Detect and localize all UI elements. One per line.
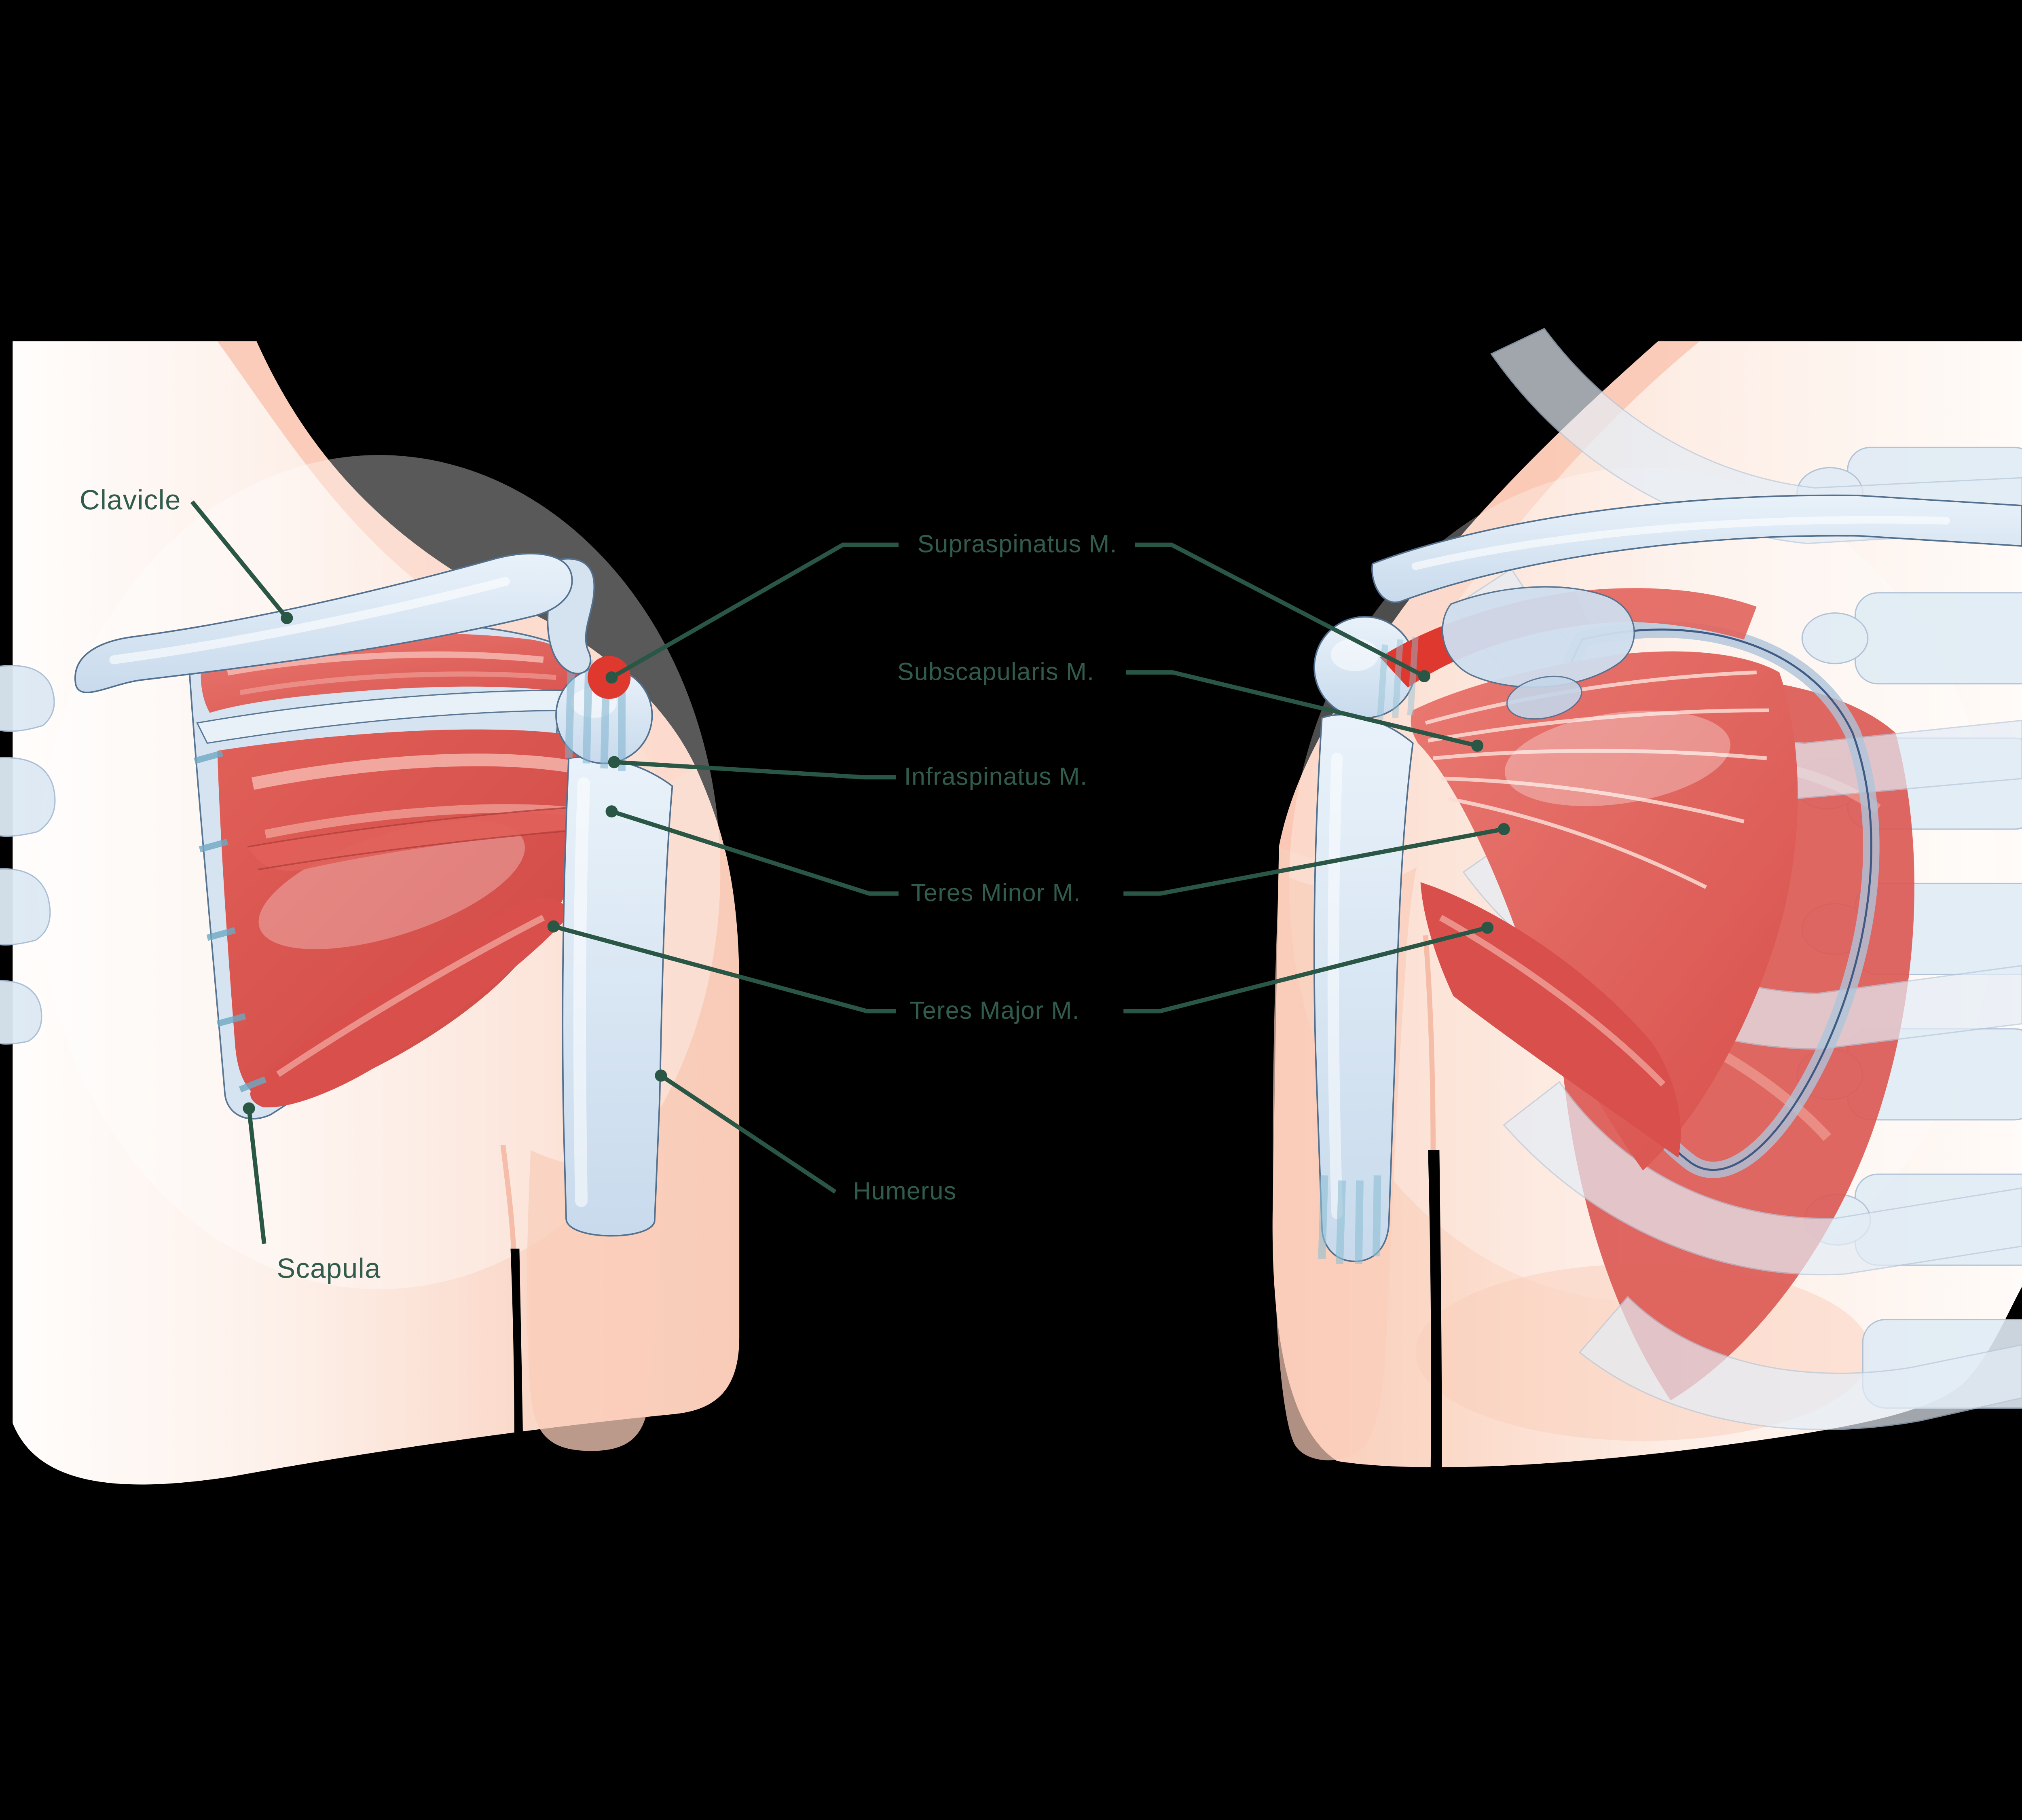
acromion-bone-right (1442, 586, 1635, 688)
label-humerus: Humerus (853, 1177, 957, 1205)
dot-teres-minor-right (1497, 823, 1510, 835)
supraspinatus-highlight (227, 651, 544, 676)
humerus-highlight-left (573, 777, 590, 1207)
leader-infraspinatus (614, 760, 896, 780)
clavicle-shine-left (109, 577, 510, 665)
label-clavicle: Clavicle (80, 484, 181, 515)
dot-subscapularis (1471, 739, 1484, 752)
label-infraspinatus: Infraspinatus M. (904, 763, 1087, 790)
muscle-sheen-left (258, 820, 525, 949)
leader-supraspinatus-right (1135, 542, 1426, 678)
coracoid-bone-right (1506, 675, 1582, 720)
dot-teres-major-left (547, 920, 560, 933)
label-supraspinatus: Supraspinatus M. (918, 530, 1117, 558)
dot-scapula (243, 1102, 255, 1115)
leader-clavicle (190, 500, 289, 620)
teres-major-highlight (276, 914, 545, 1077)
supraspinatus-highlight2 (239, 671, 556, 695)
leader-teres-major-right (1123, 925, 1488, 1014)
vertebrae-bones-left (0, 665, 56, 1045)
humerus-bone-left (562, 756, 673, 1237)
posterior-view-figure (0, 341, 740, 1485)
label-teres-major: Teres Major M. (909, 997, 1079, 1024)
dot-teres-minor-left (605, 805, 618, 818)
infraspinatus-highlight (251, 753, 583, 790)
leader-teres-major-left (553, 924, 896, 1014)
dot-humerus (655, 1069, 667, 1082)
label-subscapularis: Subscapularis M. (897, 658, 1094, 685)
anterior-view-figure (1272, 328, 2022, 1479)
clavicle-shine-right (1411, 516, 1950, 570)
leader-teres-minor-right (1123, 827, 1504, 896)
armpit-gap-right (1428, 1150, 1442, 1479)
teres-minor-edge (247, 805, 594, 870)
annotations: Clavicle Scapula Supraspinatus M. Subsca… (80, 484, 1510, 1284)
armpit-crease-right (1423, 935, 1436, 1150)
teres-minor-muscle-left (247, 806, 594, 871)
humerus-highlight-right (1327, 752, 1343, 1219)
dot-teres-major-right (1481, 921, 1494, 934)
teres-major-muscle-left (250, 897, 571, 1108)
leader-supraspinatus-left (610, 542, 899, 679)
humerus-head-shine-right (1330, 638, 1379, 671)
leader-humerus (660, 1073, 837, 1194)
teres-major-highlight-right (1439, 914, 1666, 1087)
label-scapula: Scapula (277, 1253, 381, 1284)
label-teres-minor: Teres Minor M. (911, 879, 1081, 906)
muscle-sheen-right (1505, 710, 1730, 806)
teres-major-muscle-right (1420, 882, 1681, 1158)
cartilage-stripes-right (1318, 1175, 1381, 1264)
dot-infraspinatus (608, 756, 620, 768)
dot-supraspinatus-left (605, 671, 618, 684)
supraspinatus-extension-right (1574, 588, 1757, 640)
armpit-gap-left (510, 1249, 523, 1451)
dot-clavicle (281, 612, 293, 624)
dot-supraspinatus-right (1418, 670, 1430, 682)
leader-teres-minor-left (611, 809, 899, 896)
leader-scapula (247, 1108, 266, 1244)
infraspinatus-highlight2 (264, 804, 572, 839)
leader-subscapularis (1126, 670, 1478, 748)
